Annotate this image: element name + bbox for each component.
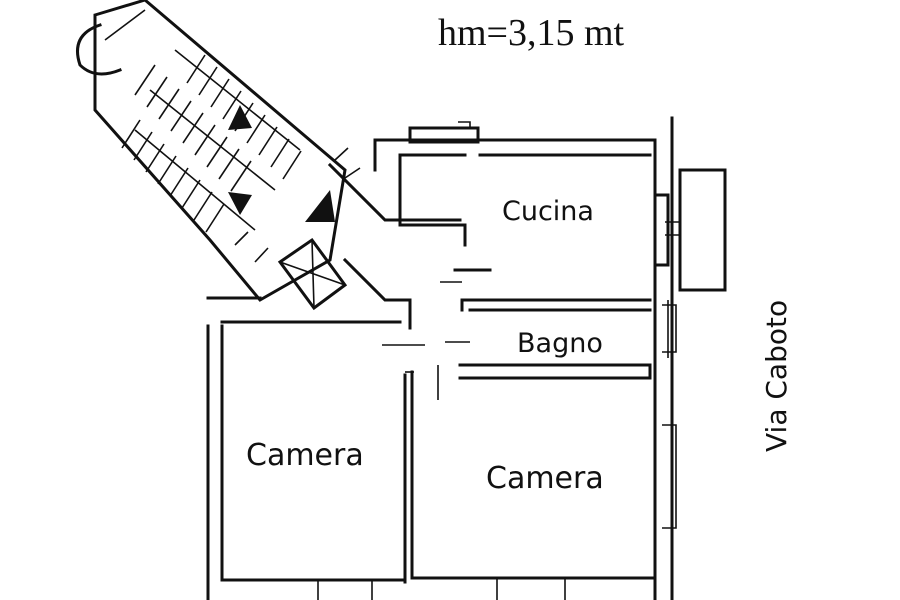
stair-tread [205, 203, 225, 233]
stair-tread [194, 124, 216, 156]
room-label-camera-left: Camera [246, 438, 364, 473]
stair-tread [222, 90, 242, 120]
stair-tread [270, 138, 290, 168]
ceiling-height-label: hm=3,15 mt [438, 12, 625, 54]
stair-arrow-down-icon [228, 192, 252, 215]
stair-tread [121, 119, 141, 149]
stair-tread [206, 136, 228, 168]
staircase [76, 0, 361, 311]
stair-tread [186, 54, 206, 84]
stair-tread [181, 179, 201, 209]
stair-tread [182, 112, 204, 144]
stair-tread [210, 78, 230, 108]
stair-treads [121, 49, 302, 233]
stair-tread [170, 100, 192, 132]
stair-tread [134, 64, 156, 96]
stair-tread [158, 88, 180, 120]
room-label-camera-right: Camera [486, 461, 604, 496]
stair-tread [133, 131, 153, 161]
room-label-bagno: Bagno [517, 328, 603, 359]
room-label-cucina: Cucina [502, 196, 594, 227]
stair-stringers [134, 49, 301, 231]
stair-tread [218, 148, 240, 180]
stair-tread [282, 150, 302, 180]
stair-arrow-up-icon [228, 105, 252, 130]
stair-tread [258, 126, 278, 156]
stair-tread [198, 66, 218, 96]
stair-tread [146, 76, 168, 108]
elevator-shaft [277, 237, 348, 311]
stair-tread [145, 143, 165, 173]
street-name-label: Via Caboto [760, 300, 793, 452]
stair-tread [230, 160, 252, 192]
stair-tread [193, 191, 213, 221]
landing-arrow-icon [305, 190, 335, 222]
stair-tread [157, 155, 177, 185]
